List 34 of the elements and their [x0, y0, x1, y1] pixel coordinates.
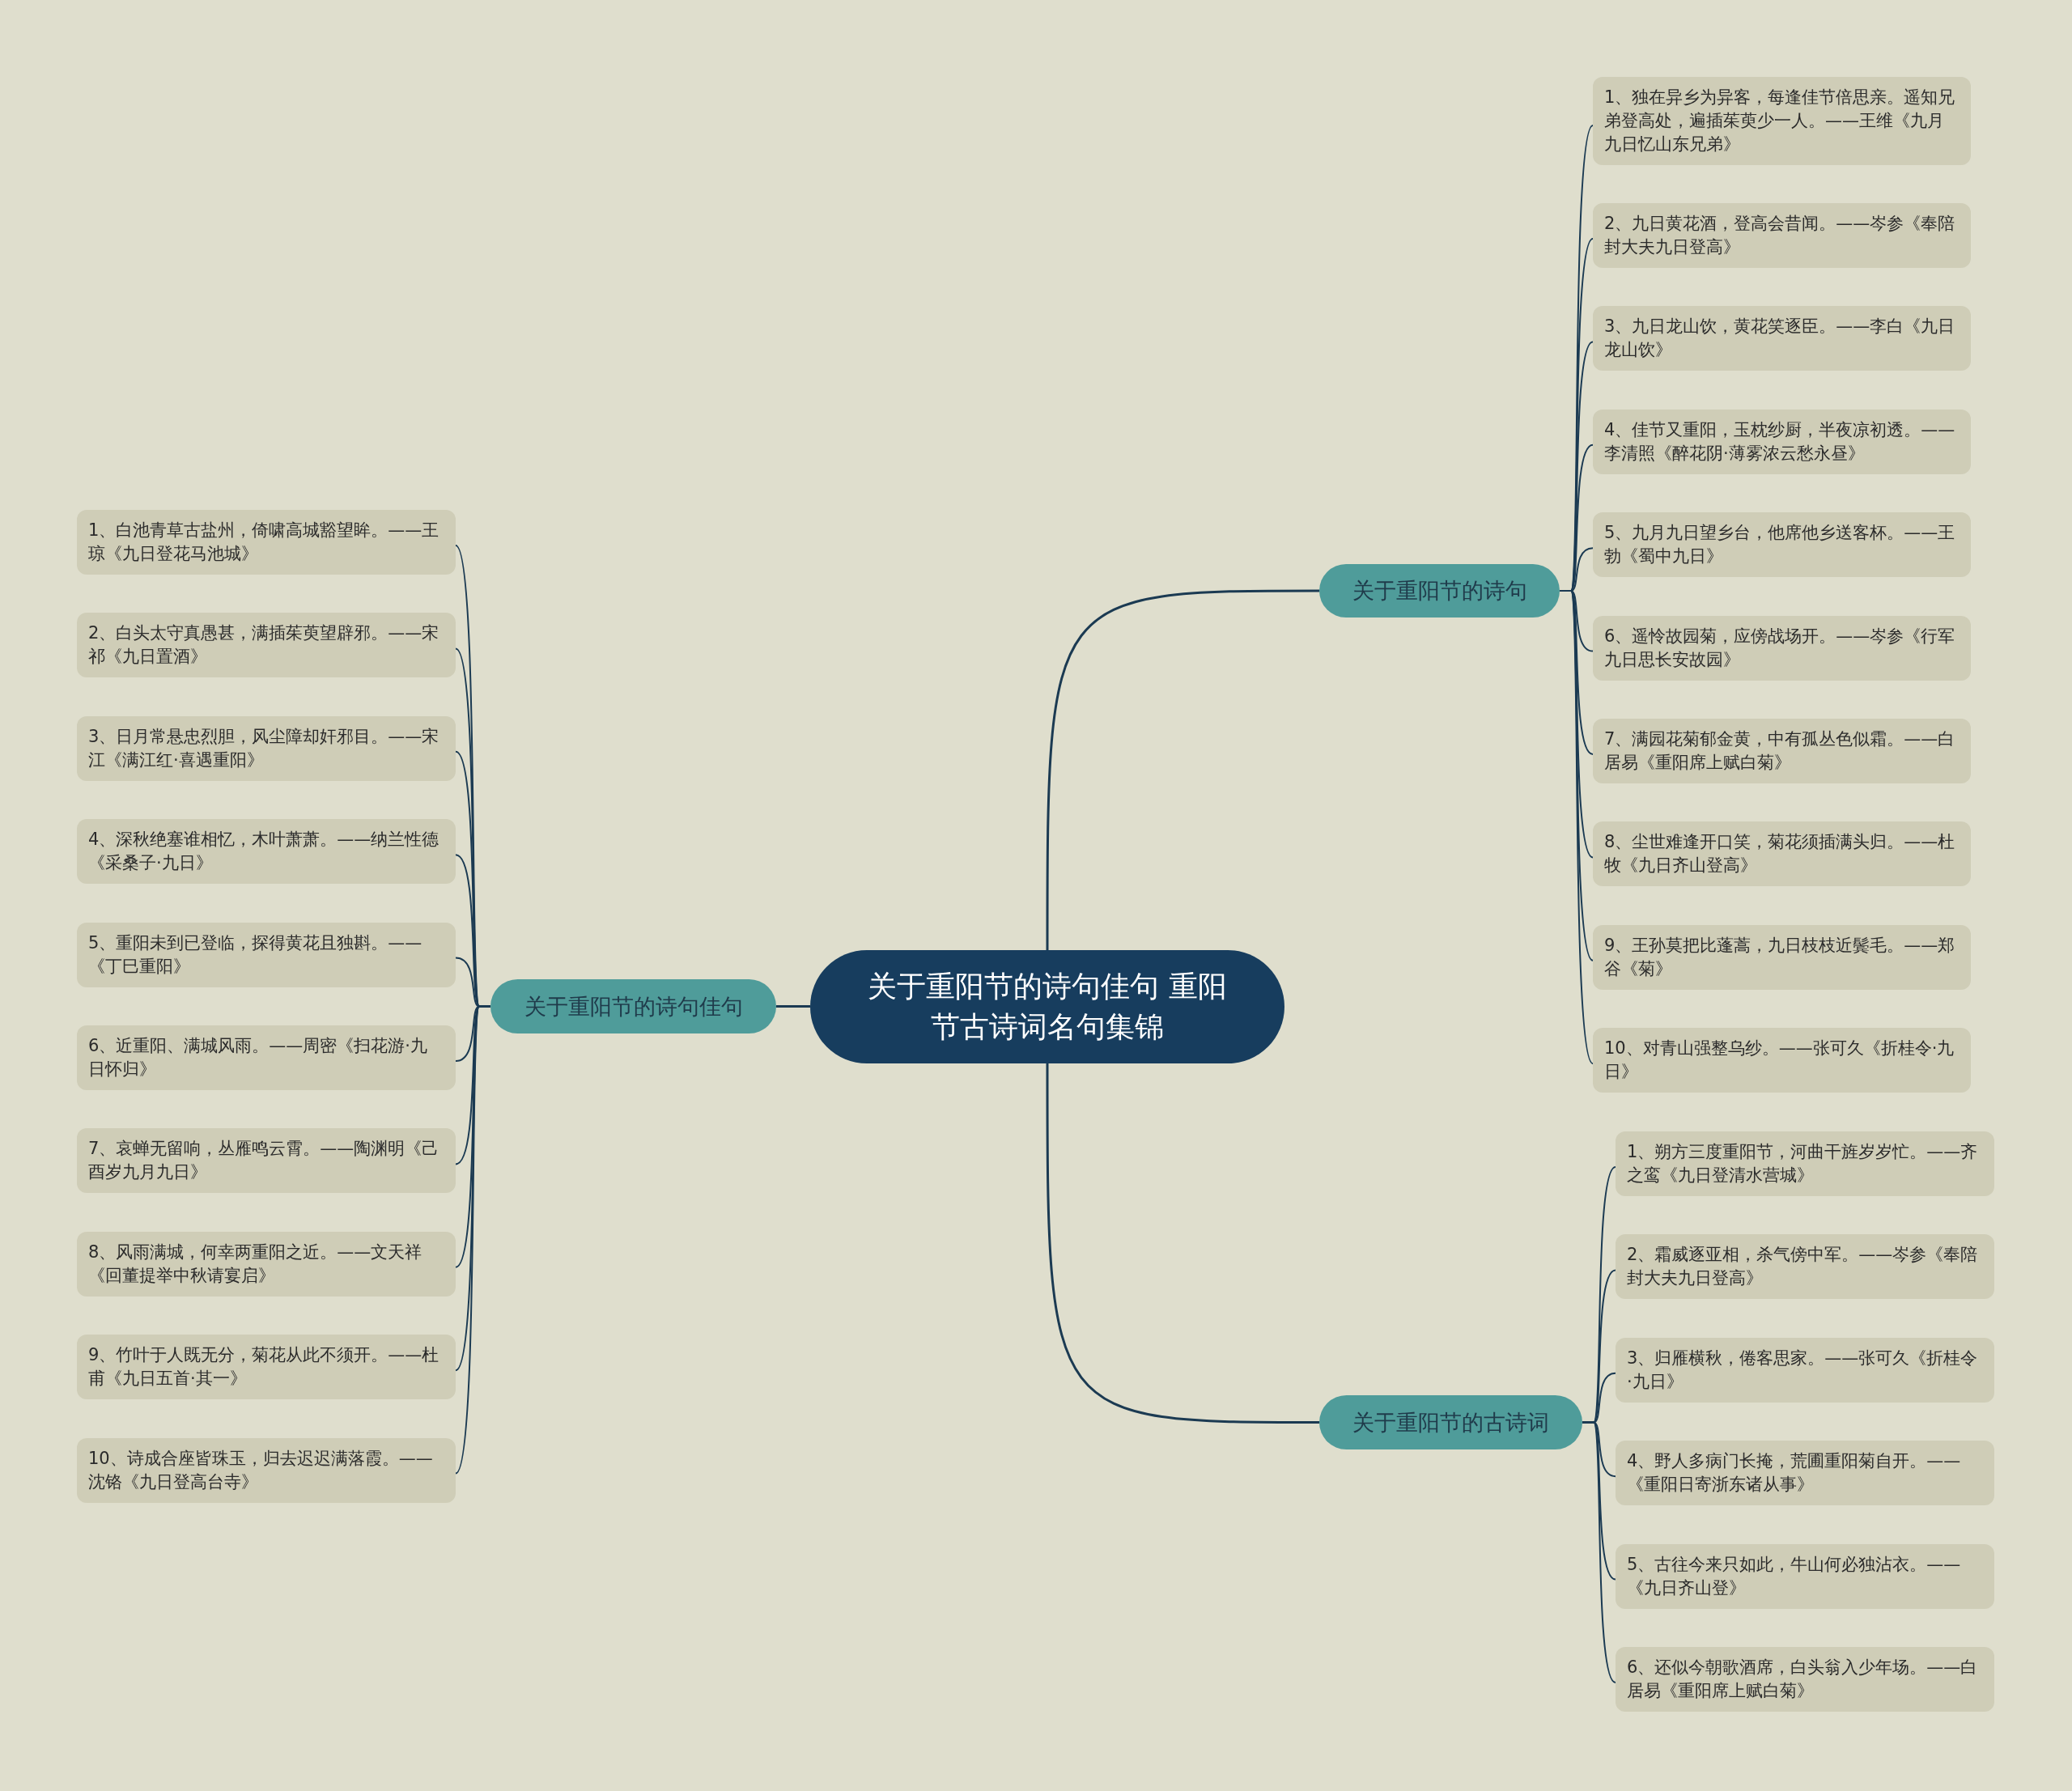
- quote-box: 1、朔方三度重阳节，河曲干旌岁岁忙。——齐之鸾《九日登清水营城》: [1616, 1131, 1994, 1196]
- quote-box: 2、九日黄花酒，登高会昔闻。——岑参《奉陪封大夫九日登高》: [1593, 203, 1971, 268]
- branch-topic: 关于重阳节的诗句: [1319, 564, 1560, 618]
- quote-box: 6、遥怜故园菊，应傍战场开。——岑参《行军九日思长安故园》: [1593, 615, 1971, 681]
- quote-box: 5、九月九日望乡台，他席他乡送客杯。——王勃《蜀中九日》: [1593, 512, 1971, 578]
- quote-box: 7、哀蝉无留响，丛雁鸣云霄。——陶渊明《己酉岁九月九日》: [77, 1128, 456, 1194]
- quote-box: 3、归雁横秋，倦客思家。——张可久《折桂令·九日》: [1616, 1337, 1994, 1403]
- quote-box: 10、对青山强整乌纱。——张可久《折桂令·九日》: [1593, 1028, 1971, 1093]
- quote-box: 2、白头太守真愚甚，满插茱萸望辟邪。——宋祁《九日置酒》: [77, 613, 456, 678]
- quote-box: 4、深秋绝塞谁相忆，木叶萧萧。——纳兰性德《采桑子·九日》: [77, 819, 456, 885]
- quote-box: 8、风雨满城，何幸两重阳之近。——文天祥《回董提举中秋请宴启》: [77, 1231, 456, 1297]
- connector-line: [1046, 589, 1319, 950]
- quote-box: 5、古往今来只如此，牛山何必独沾衣。——《九日齐山登》: [1616, 1543, 1994, 1609]
- quote-box: 2、霜威逐亚相，杀气傍中军。——岑参《奉陪封大夫九日登高》: [1616, 1234, 1994, 1300]
- connector-line: [1046, 1063, 1319, 1424]
- quote-box: 10、诗成合座皆珠玉，归去迟迟满落霞。——沈铬《九日登高台寺》: [77, 1437, 456, 1503]
- quote-box: 9、王孙莫把比蓬蒿，九日枝枝近鬓毛。——郑谷《菊》: [1593, 924, 1971, 990]
- quote-box: 5、重阳未到已登临，探得黄花且独斟。——《丁巳重阳》: [77, 922, 456, 987]
- quote-box: 7、满园花菊郁金黄，中有孤丛色似霜。——白居易《重阳席上赋白菊》: [1593, 719, 1971, 783]
- quote-box: 1、独在异乡为异客，每逢佳节倍思亲。遥知兄弟登高处，遍插茱萸少一人。——王维《九月九日忆山东兄弟》: [1593, 77, 1971, 165]
- quote-box: 4、佳节又重阳，玉枕纱厨，半夜凉初透。——李清照《醉花阴·薄雾浓云愁永昼》: [1593, 409, 1971, 474]
- quote-box: 3、日月常悬忠烈胆，风尘障却奸邪目。——宋江《满江红·喜遇重阳》: [77, 715, 456, 781]
- connector-line: [1582, 1421, 1616, 1683]
- quote-box: 6、还似今朝歌酒席，白头翁入少年场。——白居易《重阳席上赋白菊》: [1616, 1647, 1994, 1712]
- quote-box: 9、竹叶于人既无分，菊花从此不须开。——杜甫《九日五首·其一》: [77, 1335, 456, 1400]
- quote-box: 3、九日龙山饮，黄花笑逐臣。——李白《九日龙山饮》: [1593, 306, 1971, 371]
- quote-box: 6、近重阳、满城风雨。——周密《扫花游·九日怀归》: [77, 1025, 456, 1090]
- quote-box: 4、野人多病门长掩，荒圃重阳菊自开。——《重阳日寄浙东诸从事》: [1616, 1441, 1994, 1506]
- central-topic: 关于重阳节的诗句佳句 重阳节古诗词名句集锦: [810, 950, 1284, 1063]
- branch-topic: 关于重阳节的诗句佳句: [490, 979, 776, 1033]
- quote-box: 8、尘世难逢开口笑，菊花须插满头归。——杜牧《九日齐山登高》: [1593, 821, 1971, 887]
- branch-topic: 关于重阳节的古诗词: [1319, 1395, 1582, 1449]
- quote-box: 1、白池青草古盐州，倚啸高城豁望眸。——王琼《九日登花马池城》: [77, 510, 456, 575]
- connector-line: [776, 1005, 810, 1008]
